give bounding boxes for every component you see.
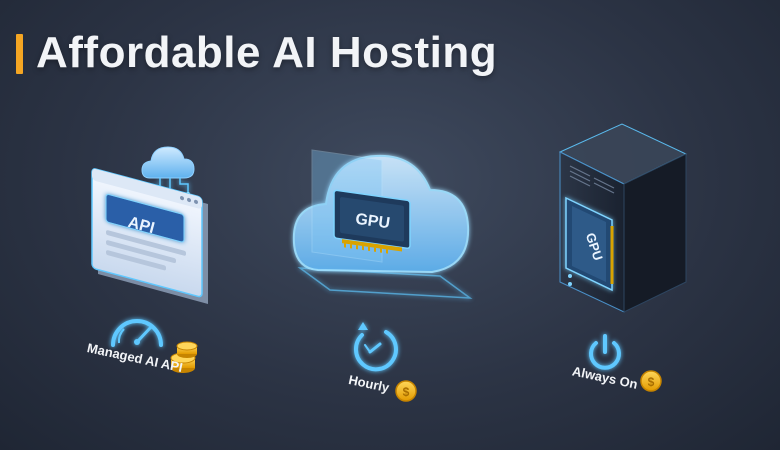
coin-stack-icon	[170, 341, 198, 373]
svg-text:$: $	[648, 375, 655, 389]
caption-hourly: Hourly	[347, 372, 391, 395]
svg-text:$: $	[403, 385, 410, 399]
page-title: Affordable AI Hosting	[36, 28, 498, 77]
coin-icon: $	[395, 380, 417, 402]
cloud-icon	[141, 146, 195, 179]
api-panel-illustration: API	[91, 146, 208, 304]
gauge-icon	[111, 319, 163, 347]
gpu-chip-label: GPU	[354, 211, 391, 233]
gpu-cloud-illustration: GPU	[292, 149, 473, 299]
server-tower-illustration	[558, 123, 688, 313]
power-icon	[589, 334, 621, 370]
caption-managed-ai-api: Managed AI API	[86, 340, 184, 375]
coin-icon-always-on: $	[640, 370, 662, 392]
title-accent-bar	[16, 34, 23, 74]
clock-icon	[354, 322, 398, 372]
api-chip-label: API	[126, 214, 156, 237]
